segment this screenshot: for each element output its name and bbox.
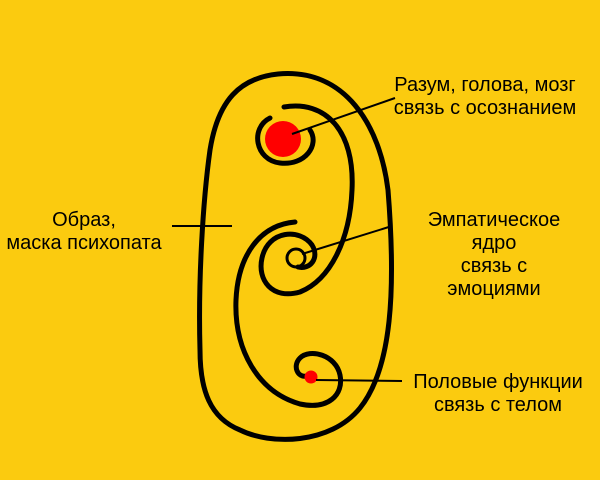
top-curl bbox=[255, 115, 316, 166]
sexual-label-line-2: связь с телом bbox=[433, 394, 563, 416]
outer-oval bbox=[197, 71, 394, 442]
sexual-pointer bbox=[315, 379, 403, 382]
mind-label: Разум, голова, мозг связь с осознанием bbox=[378, 74, 592, 120]
empathy-core-icon bbox=[285, 247, 307, 269]
empathy-label: Эмпатическое ядро связь с эмоциями bbox=[406, 209, 582, 301]
mask-label-line-1: Образ, bbox=[52, 209, 116, 231]
empathy-label-line-3: связь с bbox=[460, 255, 528, 277]
mind-core-icon bbox=[265, 121, 301, 157]
empathy-label-line-4: эмоциями bbox=[447, 278, 541, 300]
sexual-label-line-1: Половые функции bbox=[413, 371, 583, 393]
spiral-line-lower bbox=[233, 219, 344, 408]
sexual-core-icon bbox=[304, 370, 318, 384]
mind-label-line-2: связь с осознанием bbox=[393, 97, 577, 119]
empathy-pointer bbox=[301, 225, 393, 255]
mask-label-line-2: маска психопата bbox=[6, 232, 162, 254]
mind-label-line-1: Разум, голова, мозг bbox=[394, 74, 576, 96]
mind-pointer bbox=[291, 97, 396, 135]
sexual-label: Половые функции связь с телом bbox=[400, 371, 596, 417]
spiral-line bbox=[258, 103, 355, 297]
empathy-label-line-1: Эмпатическое bbox=[427, 209, 561, 231]
mask-label: Образ, маска психопата bbox=[0, 209, 168, 255]
empathy-label-line-2: ядро bbox=[471, 232, 517, 254]
